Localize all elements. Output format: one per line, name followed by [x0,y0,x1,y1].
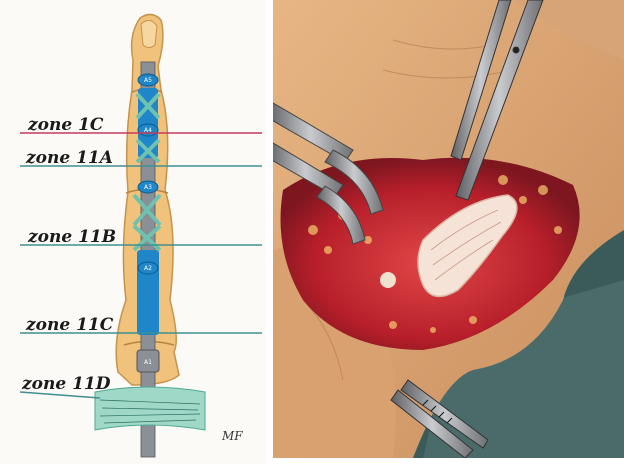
pulley-label-a5: A5 [144,77,152,84]
zone-label-11a: zone 11A [25,148,113,168]
surgical-photo [273,0,624,458]
tendon-icon [477,244,479,246]
zone-label-11d: zone 11D [21,374,111,394]
zone-label-1c: zone 1C [27,115,104,135]
forceps-hinge [513,47,519,53]
zone-label-11b: zone 11B [27,227,116,247]
artist-signature: MF [221,429,243,443]
pulley-label-a1: A1 [144,359,152,366]
anatomy-illustration-panel: A5 A4 A3 A2 A1 [0,0,266,464]
tendon-stump [380,272,396,288]
pulley-label-a2: A2 [144,265,152,272]
finger-illustration: A5 A4 A3 A2 A1 [0,0,266,464]
zone-label-11c: zone 11C [25,315,114,335]
surgical-photo-panel [273,0,624,458]
fingertip-nail [141,20,157,47]
pulley-label-a3: A3 [144,184,152,191]
